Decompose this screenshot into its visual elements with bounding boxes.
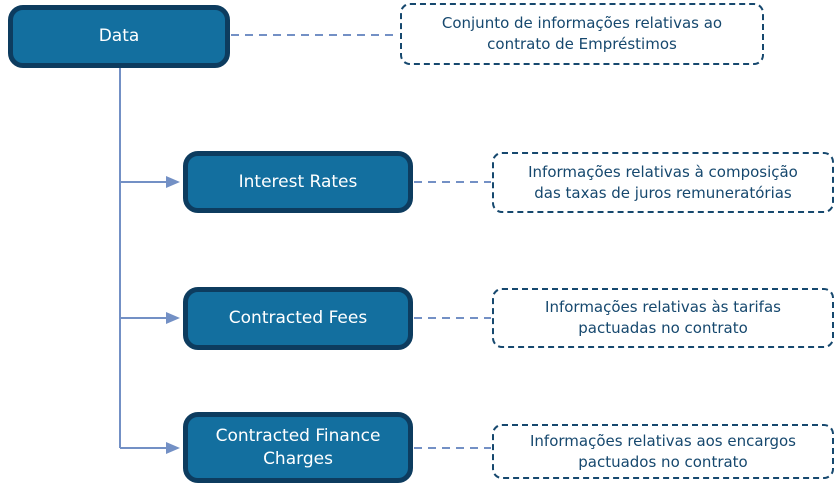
note-interest-rates-description: Informações relativas à composição das t… bbox=[492, 152, 834, 213]
note-line: Conjunto de informações relativas ao bbox=[441, 14, 723, 33]
note-line: pactuados no contrato bbox=[578, 452, 748, 471]
note-line: Informações relativas aos encargos bbox=[529, 431, 796, 450]
node-data: Data bbox=[8, 5, 230, 68]
note-line: das taxas de juros remuneratórias bbox=[534, 183, 792, 202]
note-contracted-fees-description: Informações relativas às tarifas pactuad… bbox=[492, 288, 834, 348]
node-interest-rates: Interest Rates bbox=[183, 151, 413, 213]
node-contracted-fees: Contracted Fees bbox=[183, 287, 413, 350]
node-contracted-finance-charges: Contracted Finance Charges bbox=[183, 412, 413, 483]
note-line: pactuadas no contrato bbox=[578, 319, 748, 337]
note-data-description: Conjunto de informações relativas ao con… bbox=[400, 3, 764, 65]
note-contracted-finance-charges-description: Informações relativas aos encargos pactu… bbox=[492, 424, 834, 479]
note-line: Informações relativas à composição bbox=[528, 162, 798, 181]
note-line: Informações relativas às tarifas bbox=[545, 298, 781, 317]
note-line: contrato de Empréstimos bbox=[487, 35, 677, 53]
